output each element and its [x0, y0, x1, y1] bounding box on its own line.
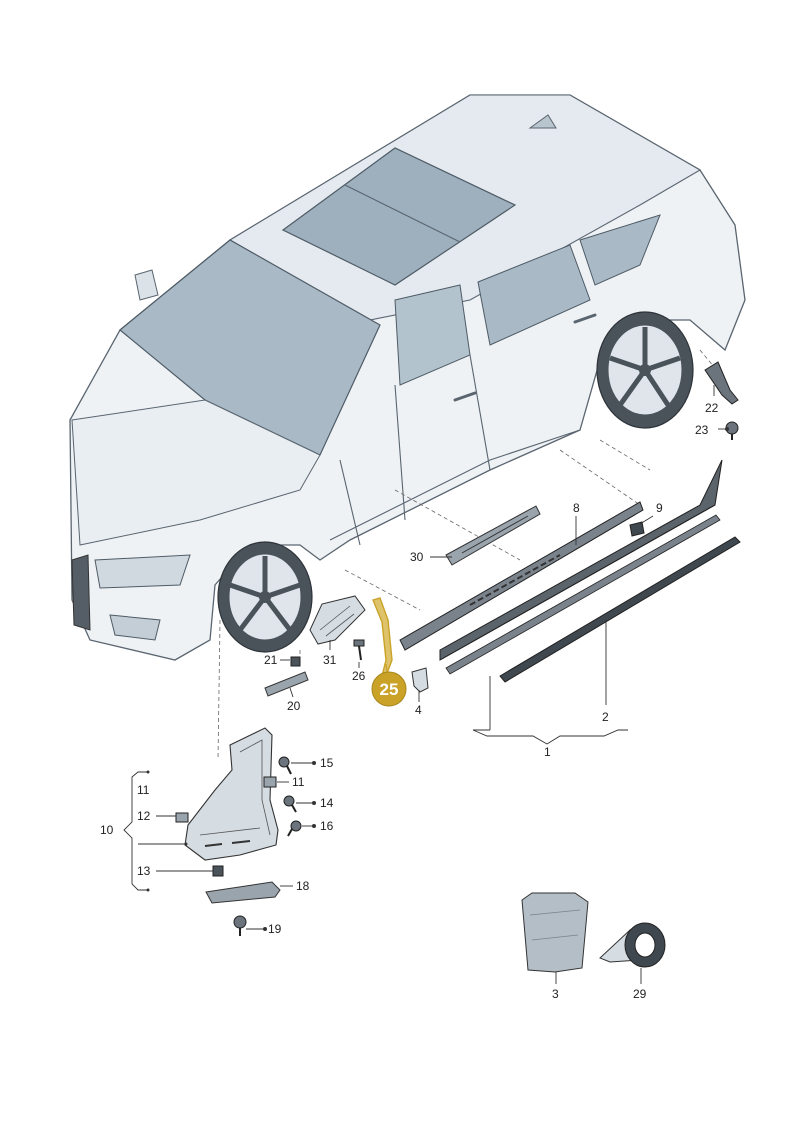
label-19: 19 [268, 922, 282, 936]
label-23: 23 [695, 423, 709, 437]
label-11-left: 11 [137, 783, 150, 797]
part-20-strip [264, 671, 309, 697]
label-8: 8 [573, 501, 580, 515]
part-19-bolt [233, 915, 247, 936]
label-13: 13 [137, 864, 151, 878]
part-15-screw [278, 756, 292, 775]
label-9: 9 [656, 501, 663, 515]
part-14-screw [283, 795, 297, 813]
front-wheel [217, 541, 313, 653]
part-9-clip [629, 521, 645, 537]
part-13-nut [212, 865, 224, 877]
part-26-screw [353, 639, 365, 661]
sunroof [281, 147, 517, 286]
label-1: 1 [544, 745, 551, 759]
part-10-wheel-arch-liner [184, 727, 279, 861]
part-29-tape-roll [599, 922, 666, 968]
quarter-window [579, 214, 661, 286]
hood [71, 399, 321, 546]
label-16: 16 [320, 819, 334, 833]
label-29: 29 [633, 987, 647, 1001]
label-3: 3 [552, 987, 559, 1001]
part-2-trim-strip [499, 536, 741, 683]
part-18-strip [205, 881, 281, 904]
part-4-bracket [411, 667, 429, 693]
rear-wheel [596, 311, 694, 429]
label-22: 22 [705, 401, 719, 415]
part-21-nut [290, 656, 301, 667]
leader-lines [123, 385, 729, 984]
label-11-right: 11 [292, 775, 305, 789]
windshield [119, 239, 381, 456]
assembly-guides [217, 349, 716, 761]
label-26: 26 [352, 669, 366, 683]
part-22-bracket [704, 361, 739, 405]
label-4: 4 [415, 703, 422, 717]
headlight [94, 554, 191, 589]
part-12-clip [175, 812, 189, 823]
label-25: 25 [380, 680, 399, 699]
fog-light [109, 614, 161, 641]
front-grille [71, 554, 91, 631]
label-10: 10 [100, 823, 114, 837]
label-30: 30 [410, 550, 424, 564]
label-14: 14 [320, 796, 334, 810]
label-21: 21 [264, 653, 278, 667]
part-11-clip [263, 776, 277, 788]
part-3-bag [521, 892, 589, 973]
label-20: 20 [287, 699, 301, 713]
highlight-badge-25[interactable]: 25 [371, 671, 407, 707]
label-31: 31 [323, 653, 337, 667]
label-15: 15 [320, 756, 334, 770]
car-illustration [69, 94, 746, 661]
part-labels: 22 23 9 8 30 21 31 26 20 4 2 1 15 11 14 … [100, 401, 719, 1001]
side-mirror [134, 269, 159, 301]
part-31-bracket [309, 595, 366, 645]
label-12: 12 [137, 809, 151, 823]
rear-door-window [477, 244, 591, 346]
antenna [528, 114, 557, 129]
label-18: 18 [296, 879, 310, 893]
part-25-seal-strip [372, 597, 393, 677]
part-16-screw [287, 820, 302, 837]
part-23-bolt [725, 421, 739, 440]
label-2: 2 [602, 710, 609, 724]
highlight-badge-circle [371, 671, 407, 707]
